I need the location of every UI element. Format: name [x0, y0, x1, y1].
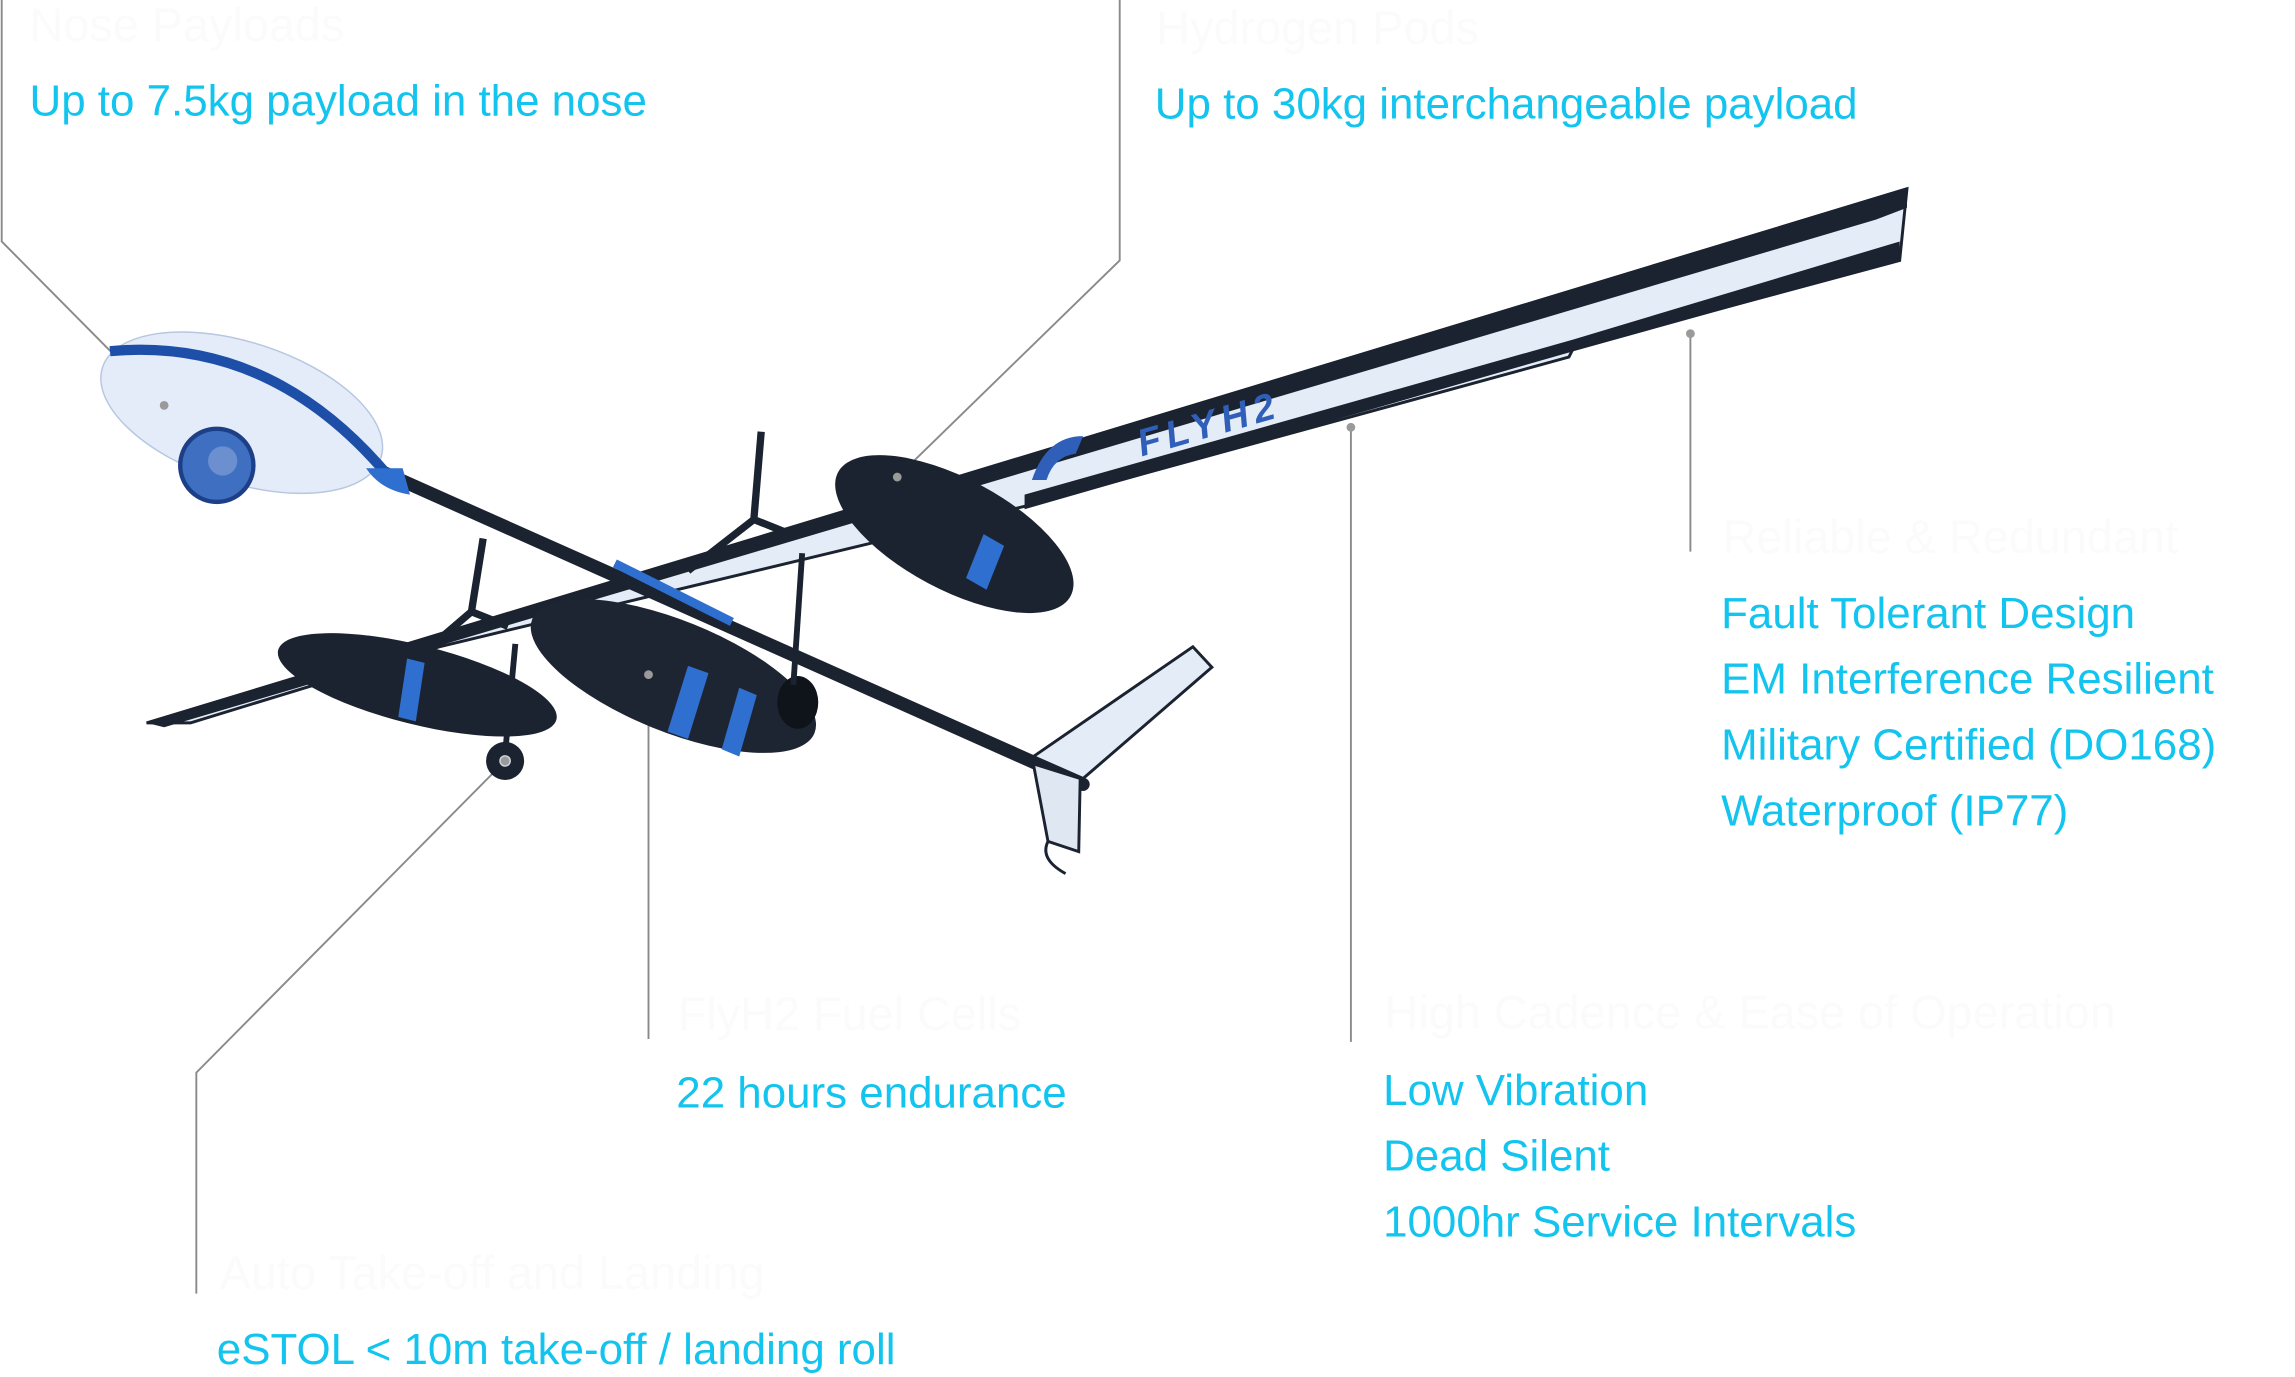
callout-high-cadence: High Cadence & Ease of Operation Low Vib…: [1383, 987, 2116, 1247]
wing-leading-edge: [146, 187, 1907, 728]
callout-heading: High Cadence & Ease of Operation: [1385, 987, 2116, 1039]
anchor-dot: [500, 756, 510, 766]
callout-feature: Military Certified (DO168): [1721, 720, 2216, 769]
wing-logo-mark: [1031, 436, 1084, 480]
pod-right-stripe: [966, 534, 1005, 590]
callout-heading: FlyH2 Fuel Cells: [678, 988, 1021, 1040]
callout-feature: 1000hr Service Intervals: [1383, 1198, 1856, 1247]
callout-reliable-redundant: Reliable & Redundant Fault Tolerant Desi…: [1721, 511, 2216, 835]
callout-feature: 22 hours endurance: [676, 1069, 1066, 1118]
tail-skid: [1044, 840, 1067, 875]
boom-stripe: [612, 559, 734, 626]
callout-feature: eSTOL < 10m take-off / landing roll: [217, 1325, 896, 1374]
anchor-dot: [892, 472, 902, 482]
v-tail: [1030, 644, 1214, 781]
strut: [790, 552, 806, 686]
callout-feature: Dead Silent: [1383, 1132, 1610, 1181]
hydrogen-pod-right: [835, 455, 1074, 614]
leader-line-pods: [896, 0, 1121, 478]
callout-heading: Auto Take-off and Landing: [220, 1247, 765, 1299]
callout-auto-takeoff: Auto Take-off and Landing eSTOL < 10m ta…: [217, 1247, 896, 1374]
nose-pod-tail: [366, 468, 410, 495]
fuel-cell-cap: [777, 676, 819, 729]
nose-camera-lens: [208, 446, 238, 476]
pod-left-stripe: [398, 658, 425, 722]
callout-hydrogen-pods: Hydrogen Pods Up to 30kg interchangeable…: [1155, 2, 1858, 129]
callout-feature: Up to 30kg interchangeable payload: [1155, 80, 1858, 129]
tail-fin: [1031, 761, 1082, 854]
nose-pod-stripe: [109, 344, 392, 479]
leader-line-takeoff: [195, 760, 506, 1294]
callout-feature: Up to 7.5kg payload in the nose: [30, 77, 647, 126]
anchor-dot: [1686, 329, 1695, 339]
anchor-dot: [1346, 422, 1356, 432]
fuel-cell-stripe-2: [721, 687, 757, 757]
callout-heading: Nose Payloads: [30, 0, 345, 51]
callout-feature: Low Vibration: [1383, 1066, 1648, 1115]
anchor-dot: [159, 400, 169, 410]
wing-trailing-edge: [1024, 241, 1900, 510]
fuel-cell-stripe-1: [667, 665, 709, 739]
callout-nose-payloads: Nose Payloads Up to 7.5kg payload in the…: [30, 0, 647, 126]
propeller-icon: [417, 537, 510, 659]
callout-feature: Waterproof (IP77): [1721, 786, 2068, 835]
callout-fuel-cells: FlyH2 Fuel Cells 22 hours endurance: [676, 988, 1066, 1118]
aircraft-illustration: FLYH2: [100, 186, 1909, 875]
anchor-dot: [644, 670, 653, 679]
propeller-icon: [685, 431, 792, 574]
strut: [502, 643, 519, 754]
tail-boom: [374, 464, 1090, 791]
callout-heading: Reliable & Redundant: [1723, 511, 2178, 563]
callout-feature: EM Interference Resilient: [1721, 655, 2214, 704]
callout-heading: Hydrogen Pods: [1156, 2, 1479, 54]
callout-feature: Fault Tolerant Design: [1721, 589, 2135, 638]
